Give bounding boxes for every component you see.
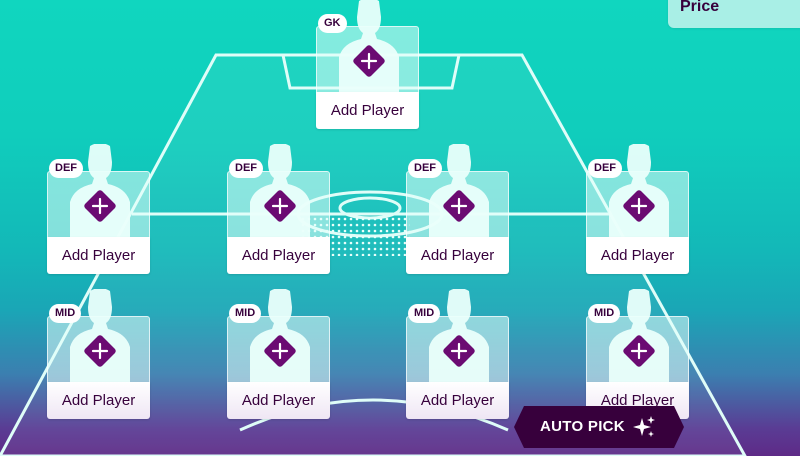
plus-diamond-icon[interactable] [82,333,118,369]
sparkle-icon [633,416,655,437]
player-photo-area [47,289,150,383]
auto-pick-button[interactable]: AUTO PICK [514,406,684,448]
plus-diamond-icon[interactable] [82,188,118,224]
plus-diamond-icon[interactable] [351,43,387,79]
plus-diamond-icon[interactable] [441,188,477,224]
add-player-label[interactable]: Add Player [47,382,150,419]
add-player-label[interactable]: Add Player [47,237,150,274]
plus-diamond-icon[interactable] [262,333,298,369]
player-photo-area [586,144,689,238]
player-slot-mid-4[interactable]: MID Add Player [586,289,689,419]
plus-diamond-icon[interactable] [621,188,657,224]
player-slot-gk-1[interactable]: GK Add Player [316,0,419,129]
auto-pick-label: AUTO PICK [540,418,625,435]
position-badge: MID [588,304,621,323]
player-slot-def-4[interactable]: DEF Add Player [586,144,689,274]
player-slot-def-2[interactable]: DEF Add Player [227,144,330,274]
player-photo-area [406,144,509,238]
add-player-label[interactable]: Add Player [227,237,330,274]
plus-diamond-icon[interactable] [262,188,298,224]
position-badge: GK [318,14,347,33]
plus-diamond-icon[interactable] [441,333,477,369]
add-player-label[interactable]: Add Player [227,382,330,419]
player-photo-area [406,289,509,383]
player-photo-area [47,144,150,238]
player-photo-area [586,289,689,383]
player-slot-mid-1[interactable]: MID Add Player [47,289,150,419]
player-photo-area [316,0,419,93]
position-badge: MID [49,304,82,323]
position-badge: DEF [49,159,83,178]
add-player-label[interactable]: Add Player [586,237,689,274]
player-slot-mid-3[interactable]: MID Add Player [406,289,509,419]
player-photo-area [227,144,330,238]
position-badge: MID [229,304,262,323]
add-player-label[interactable]: Add Player [316,92,419,129]
add-player-label[interactable]: Add Player [406,382,509,419]
player-slot-def-3[interactable]: DEF Add Player [406,144,509,274]
position-badge: MID [408,304,441,323]
player-slot-mid-2[interactable]: MID Add Player [227,289,330,419]
player-photo-area [227,289,330,383]
position-badge: DEF [588,159,622,178]
position-badge: DEF [229,159,263,178]
auto-pick-button-shape [514,406,684,448]
player-slot-def-1[interactable]: DEF Add Player [47,144,150,274]
plus-diamond-icon[interactable] [621,333,657,369]
add-player-label[interactable]: Add Player [406,237,509,274]
price-filter-tab[interactable]: Price [668,0,800,28]
position-badge: DEF [408,159,442,178]
